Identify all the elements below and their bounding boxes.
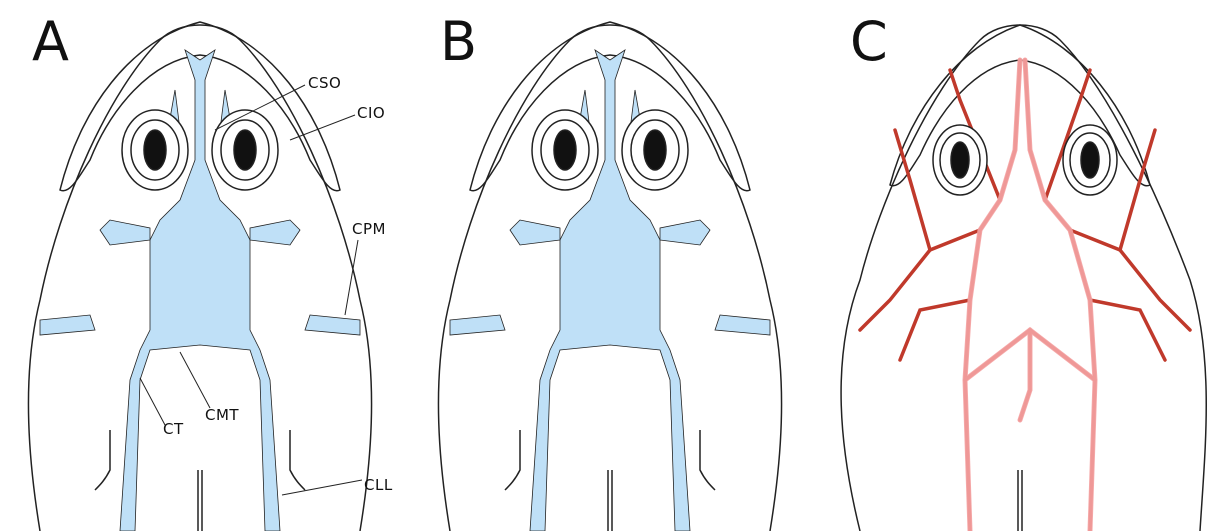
eye-left-c (933, 125, 987, 195)
head-diagram-c (820, 0, 1218, 531)
eye-right-a (212, 110, 278, 190)
panel-c: C (820, 0, 1218, 531)
eye-right-b (622, 110, 688, 190)
head-diagram-b (410, 0, 810, 531)
label-cso: CSO (308, 74, 341, 92)
nerve-network-a (40, 50, 360, 531)
head-outline (841, 25, 1206, 531)
eye-left-a (122, 110, 188, 190)
label-cll: CLL (364, 476, 393, 494)
vessel-network-c (860, 60, 1190, 531)
label-cio: CIO (357, 104, 385, 122)
eye-right-c (1063, 125, 1117, 195)
label-cmt: CMT (205, 406, 239, 424)
eye-left-b (532, 110, 598, 190)
panel-a: A (0, 0, 400, 531)
label-cpm: CPM (352, 220, 386, 238)
label-ct: CT (163, 420, 184, 438)
panel-b: B (410, 0, 810, 531)
nerve-network-b (450, 50, 770, 531)
